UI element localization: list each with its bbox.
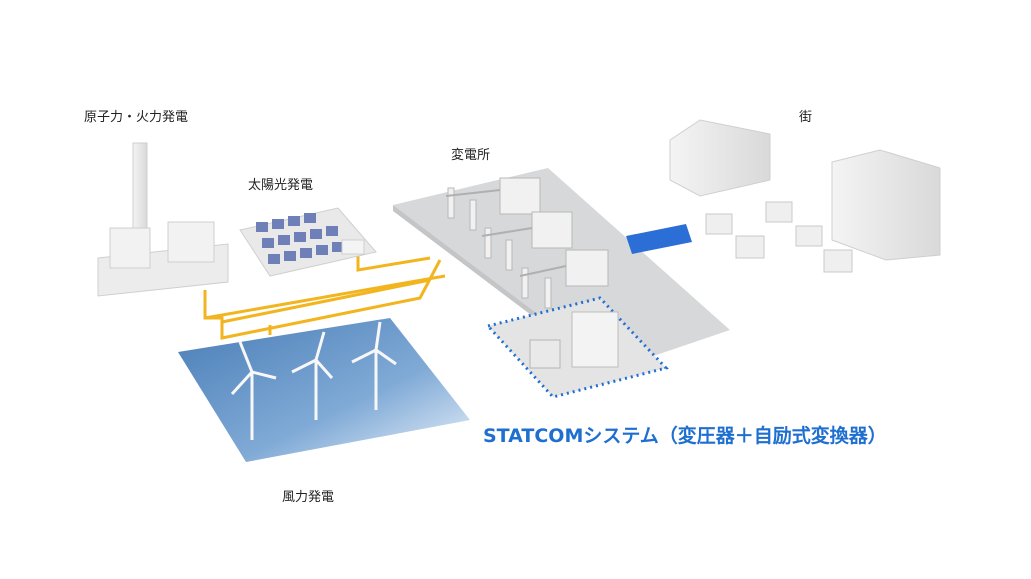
power-plant-label: 原子力・火力発電 bbox=[84, 106, 188, 125]
statcom-label: STATCOMシステム（変圧器＋自励式変換器） bbox=[483, 421, 887, 448]
sea-area bbox=[178, 318, 470, 462]
substation-label: 変電所 bbox=[451, 144, 490, 163]
city-connector bbox=[626, 224, 692, 254]
city-label: 街 bbox=[799, 106, 812, 125]
power-plant bbox=[98, 143, 228, 296]
power-lines bbox=[205, 255, 445, 338]
wind-label: 風力発電 bbox=[282, 486, 334, 505]
solar-label: 太陽光発電 bbox=[248, 174, 313, 193]
city bbox=[670, 120, 940, 272]
solar-farm bbox=[240, 208, 376, 276]
